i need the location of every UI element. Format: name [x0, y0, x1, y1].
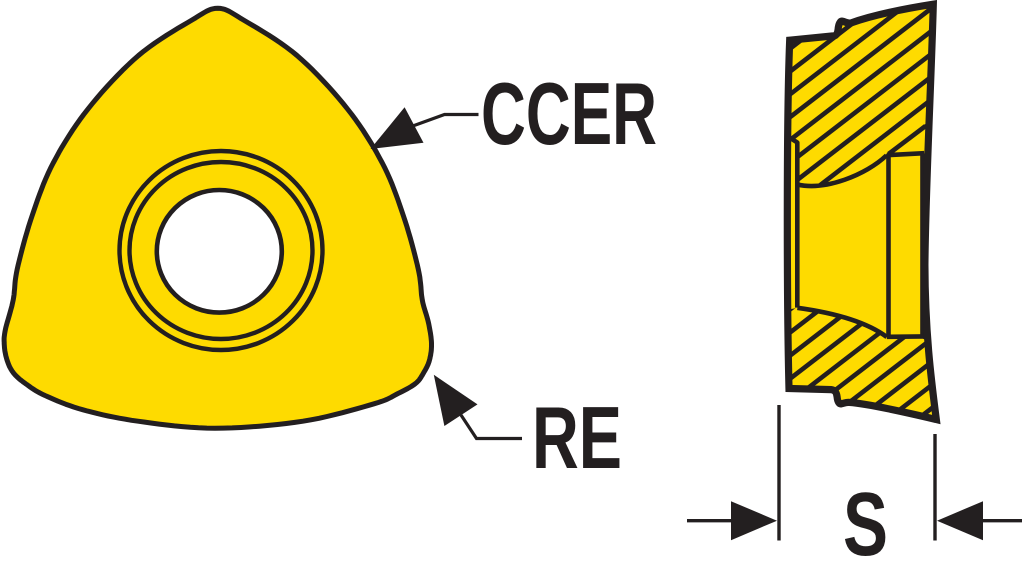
svg-text:S: S [843, 475, 888, 557]
svg-text:RE: RE [532, 388, 622, 487]
svg-text:CCER: CCER [481, 64, 657, 163]
